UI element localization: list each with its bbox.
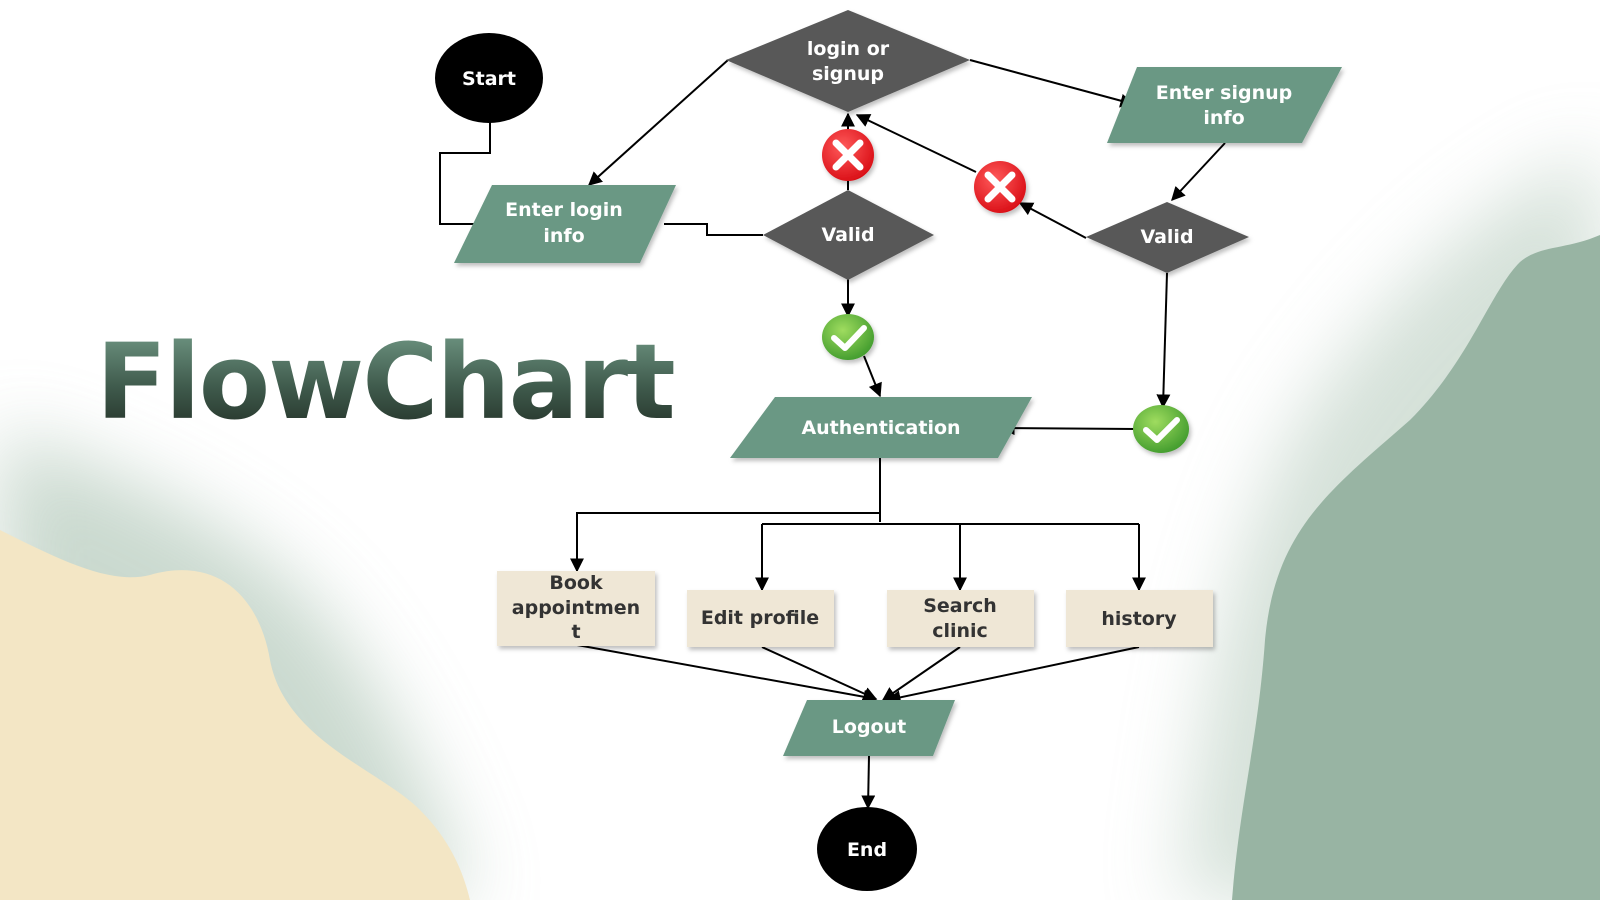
valid-signup-label: Valid — [1140, 226, 1193, 248]
connector-edit-to-logout — [761, 646, 878, 701]
connector-start-to-login-info — [439, 122, 491, 225]
connector-login-info-to-valid — [664, 223, 763, 236]
connector-valid2-to-accept2 — [1156, 272, 1171, 409]
enter-login-info-io — [454, 185, 676, 263]
search-clinic-label-line1: Search — [923, 595, 997, 617]
connector-book-to-logout — [576, 644, 878, 704]
search-clinic-label-line2: clinic — [932, 620, 988, 642]
connector-accept-to-auth — [863, 355, 882, 398]
valid-signup-decision — [1086, 202, 1249, 273]
history-label: history — [1101, 608, 1177, 630]
connector-accept2-to-auth — [1000, 421, 1137, 436]
edit-profile-process — [687, 590, 834, 647]
connector-logout-to-end — [861, 755, 876, 810]
logout-io — [783, 700, 955, 756]
close-icon — [822, 129, 874, 181]
enter-signup-info-label-line2: info — [1203, 107, 1244, 129]
search-clinic-process — [887, 590, 1034, 647]
page-title: FlowChart — [96, 321, 676, 443]
authentication-label: Authentication — [801, 417, 960, 439]
connector-reject2-to-choice — [855, 114, 977, 173]
connector-history-to-logout — [886, 646, 1140, 705]
connector-valid2-to-reject2 — [1018, 202, 1087, 239]
book-appointment-label-line2: appointmen — [512, 597, 640, 619]
logout-label: Logout — [832, 716, 906, 738]
sage-blob — [1232, 235, 1600, 900]
connector-auth-to-book — [570, 512, 880, 573]
connector-choice-to-login-info — [587, 59, 729, 186]
book-appointment-label-line3: t — [571, 621, 580, 643]
authentication-io — [730, 397, 1032, 458]
valid-login-label: Valid — [821, 224, 874, 246]
connector-signup-info-to-valid — [1171, 142, 1226, 202]
login-or-signup-label-line1: login or — [807, 38, 890, 60]
enter-signup-info-label-line1: Enter signup — [1156, 82, 1293, 104]
login-or-signup-label-line2: signup — [812, 63, 884, 85]
login-or-signup-decision — [726, 10, 970, 112]
book-appointment-label-line1: Book — [549, 572, 603, 594]
check-icon — [822, 314, 874, 360]
check-icon — [1133, 405, 1189, 453]
book-appointment-process — [497, 571, 655, 646]
edit-profile-label: Edit profile — [701, 607, 819, 629]
enter-login-info-label-line2: info — [543, 225, 584, 247]
enter-signup-info-io — [1107, 67, 1342, 143]
valid-login-decision — [763, 190, 934, 280]
enter-login-info-label-line1: Enter login — [505, 199, 623, 221]
connector-choice-to-signup-info — [969, 59, 1135, 108]
start-terminal: Start — [435, 33, 543, 123]
close-icon — [974, 161, 1026, 213]
end-terminal: End — [817, 807, 917, 891]
end-label: End — [847, 839, 887, 861]
cream-blob — [0, 530, 470, 900]
start-label: Start — [462, 68, 516, 90]
history-process — [1066, 590, 1213, 647]
